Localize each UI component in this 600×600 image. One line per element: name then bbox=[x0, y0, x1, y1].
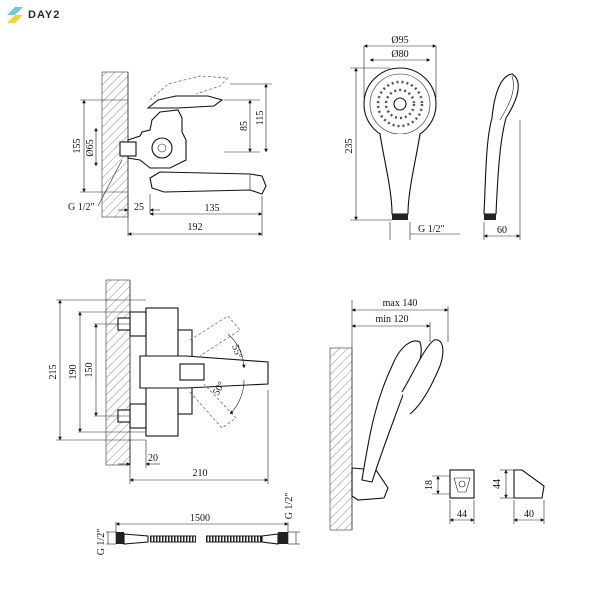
lever-ghost bbox=[149, 75, 229, 101]
holder-shower-max bbox=[401, 339, 444, 415]
hose-view: 1500 G 1/2" G 1/2" bbox=[96, 493, 300, 556]
shower-side-profile bbox=[483, 73, 519, 215]
dim-diameter-80: Ø80 bbox=[391, 49, 408, 60]
dim-offset-25: 25 bbox=[134, 202, 144, 213]
shower-thread-front bbox=[392, 214, 408, 220]
dim-height-155: 155 bbox=[72, 139, 83, 154]
dim-height-115: 115 bbox=[255, 111, 266, 126]
dim-hose-thread-left: G 1/2" bbox=[96, 529, 107, 556]
dim-diameter-95: Ø95 bbox=[391, 35, 408, 46]
spout bbox=[149, 171, 267, 195]
shower-holder-view: max 140 min 120 18 44 44 40 bbox=[329, 298, 545, 531]
dim-depth-60: 60 bbox=[497, 225, 507, 236]
dim-spout-135: 135 bbox=[205, 203, 220, 214]
brand-name: DAY2 bbox=[28, 9, 61, 21]
dim-height-215: 215 bbox=[48, 365, 59, 380]
dim-height-150: 150 bbox=[84, 363, 95, 378]
dim-bracket-width-44: 44 bbox=[457, 509, 467, 520]
dim-max-140: max 140 bbox=[383, 298, 418, 309]
hose-nut-right bbox=[278, 532, 288, 544]
hose-nut-left bbox=[116, 532, 124, 544]
brand-logo: DAY2 bbox=[4, 4, 60, 26]
lever-ghost-up bbox=[189, 315, 241, 357]
brand-mark-icon bbox=[7, 7, 23, 23]
dim-angle-55: 55° bbox=[229, 343, 244, 360]
dim-wall-gap-20: 20 bbox=[148, 453, 158, 464]
dim-height-190: 190 bbox=[68, 365, 79, 380]
lever-ghost-down bbox=[189, 383, 237, 429]
shower-head-view: Ø95 Ø80 235 G 1/2" 60 bbox=[344, 35, 521, 240]
shower-handle bbox=[379, 133, 421, 215]
dim-height-85: 85 bbox=[239, 121, 250, 131]
dim-min-120: min 120 bbox=[375, 314, 408, 325]
dim-hose-length-1500: 1500 bbox=[190, 513, 210, 524]
mixer-front-view: 55° 50° 215 190 150 20 210 bbox=[48, 279, 269, 484]
mixer-lever bbox=[146, 95, 224, 109]
wall-section-front bbox=[105, 279, 131, 466]
dim-total-210: 210 bbox=[193, 468, 208, 479]
dim-total-192: 192 bbox=[188, 222, 203, 233]
dim-diameter-65: Ø65 bbox=[85, 139, 96, 156]
holder-shower-min bbox=[361, 340, 422, 483]
dim-side-depth-40: 40 bbox=[524, 509, 534, 520]
dim-hose-thread-right: G 1/2" bbox=[284, 493, 295, 520]
bracket-front bbox=[449, 469, 475, 499]
dim-thread-mixer: G 1/2" bbox=[68, 202, 95, 213]
mixer-side-view: 155 Ø65 85 115 G 1/2" 25 135 192 bbox=[68, 71, 272, 236]
dim-bracket-height-18: 18 bbox=[424, 480, 435, 490]
dim-side-height-44: 44 bbox=[492, 479, 503, 489]
dim-length-235: 235 bbox=[344, 139, 355, 154]
bracket-side bbox=[513, 469, 545, 499]
wall-section-holder bbox=[329, 347, 353, 531]
dim-thread-shower: G 1/2" bbox=[418, 224, 445, 235]
